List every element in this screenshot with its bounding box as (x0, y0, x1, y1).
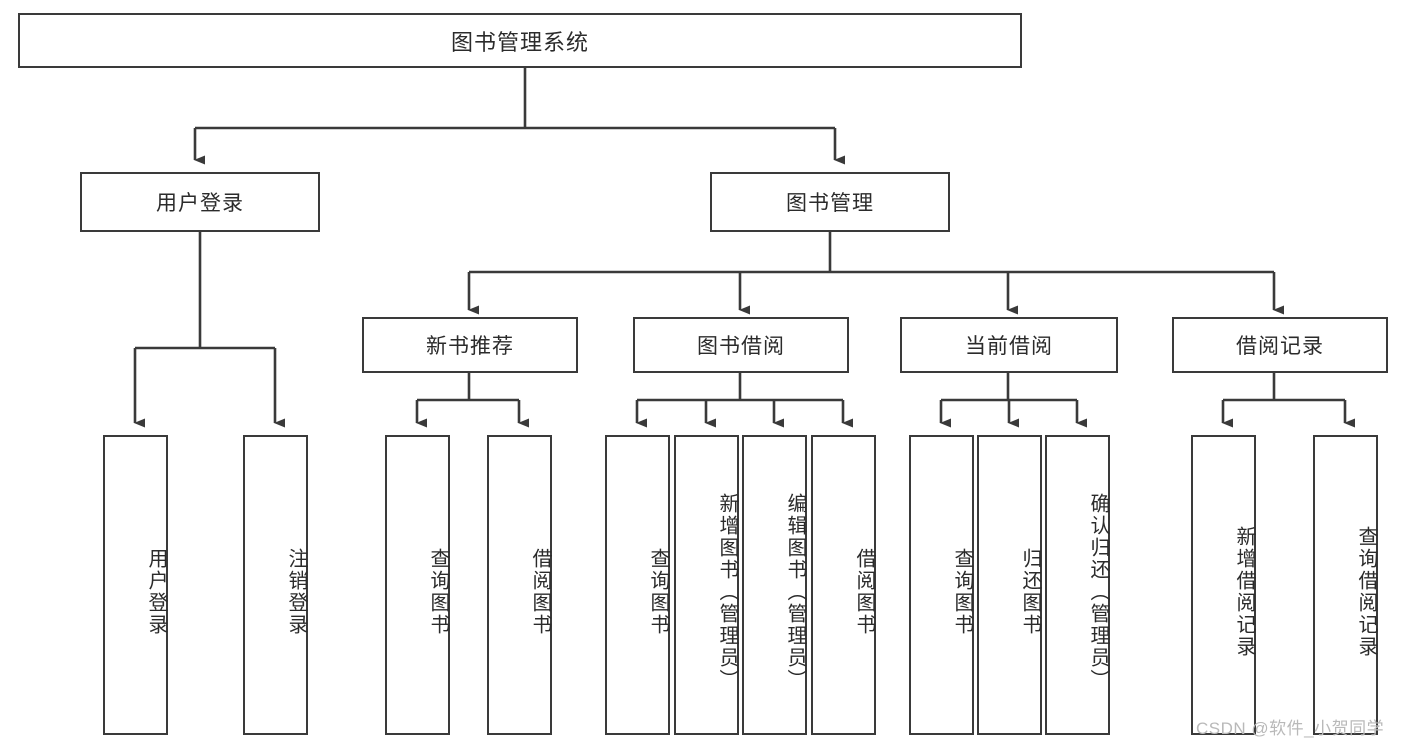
node-book-borrow[interactable]: 图书借阅 (633, 317, 849, 373)
leaf-borrow-edit-book-admin[interactable]: 编辑图书（管理员） (742, 435, 807, 735)
node-new-book-recommend[interactable]: 新书推荐 (362, 317, 578, 373)
node-current-borrow[interactable]: 当前借阅 (900, 317, 1118, 373)
node-label: 新增图书（管理员） (716, 493, 738, 691)
node-book-management[interactable]: 图书管理 (710, 172, 950, 232)
node-label: 用户登录 (156, 192, 244, 215)
node-user-login[interactable]: 用户登录 (80, 172, 320, 232)
node-label: 查询图书 (951, 548, 973, 636)
node-label: 当前借阅 (965, 335, 1053, 358)
leaf-user-login-signin[interactable]: 用户登录 (103, 435, 168, 735)
node-label: 确认归还（管理员） (1087, 493, 1109, 691)
node-label: 借阅图书 (529, 548, 551, 636)
leaf-record-add-borrow-record[interactable]: 新增借阅记录 (1191, 435, 1256, 735)
leaf-user-login-signout[interactable]: 注销登录 (243, 435, 308, 735)
node-label: 借阅记录 (1236, 335, 1324, 358)
node-label: 图书借阅 (697, 335, 785, 358)
node-label: 新增借阅记录 (1233, 526, 1255, 658)
leaf-borrow-query-book[interactable]: 查询图书 (605, 435, 670, 735)
leaf-new-book-query[interactable]: 查询图书 (385, 435, 450, 735)
node-label: 查询图书 (647, 548, 669, 636)
leaf-borrow-add-book-admin[interactable]: 新增图书（管理员） (674, 435, 739, 735)
node-label: 注销登录 (285, 548, 307, 636)
node-label: 借阅图书 (853, 548, 875, 636)
node-label: 归还图书 (1019, 548, 1041, 636)
node-label: 查询图书 (427, 548, 449, 636)
leaf-current-return-book[interactable]: 归还图书 (977, 435, 1042, 735)
leaf-current-confirm-return-admin[interactable]: 确认归还（管理员） (1045, 435, 1110, 735)
node-label: 用户登录 (145, 548, 167, 636)
node-label: 图书管理系统 (450, 29, 589, 55)
node-label: 新书推荐 (426, 335, 514, 358)
node-label: 编辑图书（管理员） (784, 493, 806, 691)
node-label: 图书管理 (786, 192, 874, 215)
node-label: 查询借阅记录 (1355, 526, 1377, 658)
leaf-current-query-book[interactable]: 查询图书 (909, 435, 974, 735)
csdn-watermark: CSDN @软件_小贺同学 (1196, 719, 1385, 738)
leaf-new-book-borrow[interactable]: 借阅图书 (487, 435, 552, 735)
node-root-book-management-system[interactable]: 图书管理系统 (18, 13, 1022, 68)
leaf-record-query-borrow-record[interactable]: 查询借阅记录 (1313, 435, 1378, 735)
node-borrow-record[interactable]: 借阅记录 (1172, 317, 1388, 373)
leaf-borrow-borrow-book[interactable]: 借阅图书 (811, 435, 876, 735)
